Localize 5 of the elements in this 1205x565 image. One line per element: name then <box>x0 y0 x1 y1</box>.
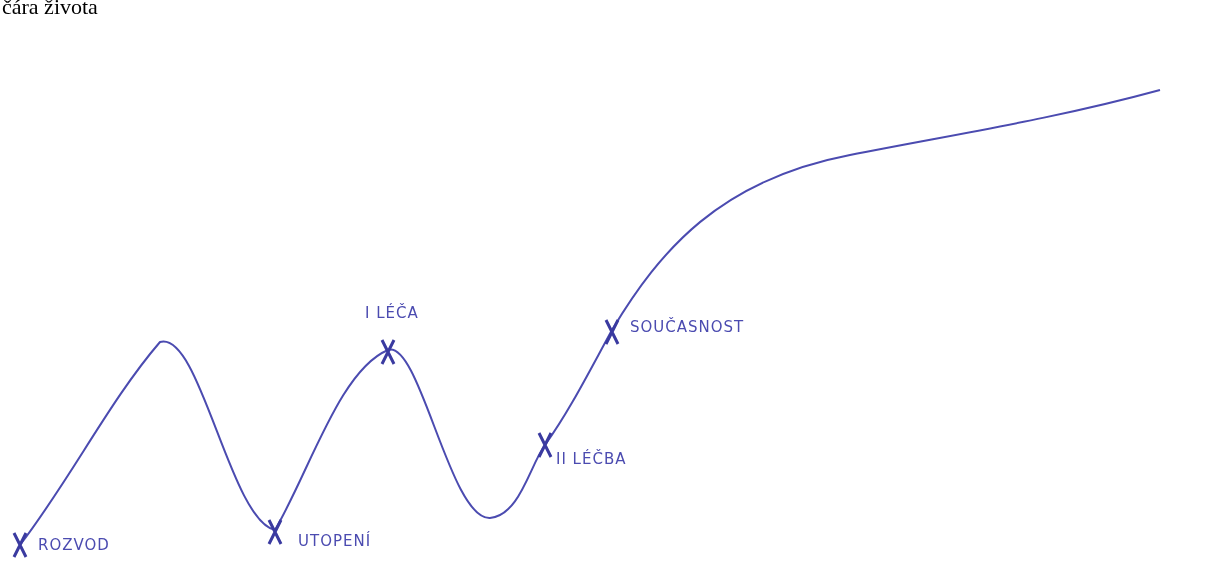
milestone-label: ROZVOD <box>38 536 110 554</box>
milestone-label: II LÉČBA <box>556 450 627 468</box>
milestone-label: SOUČASNOST <box>630 318 745 336</box>
milestone-label: I LÉČA <box>365 304 419 322</box>
milestone-label: UTOPENÍ <box>298 532 372 550</box>
